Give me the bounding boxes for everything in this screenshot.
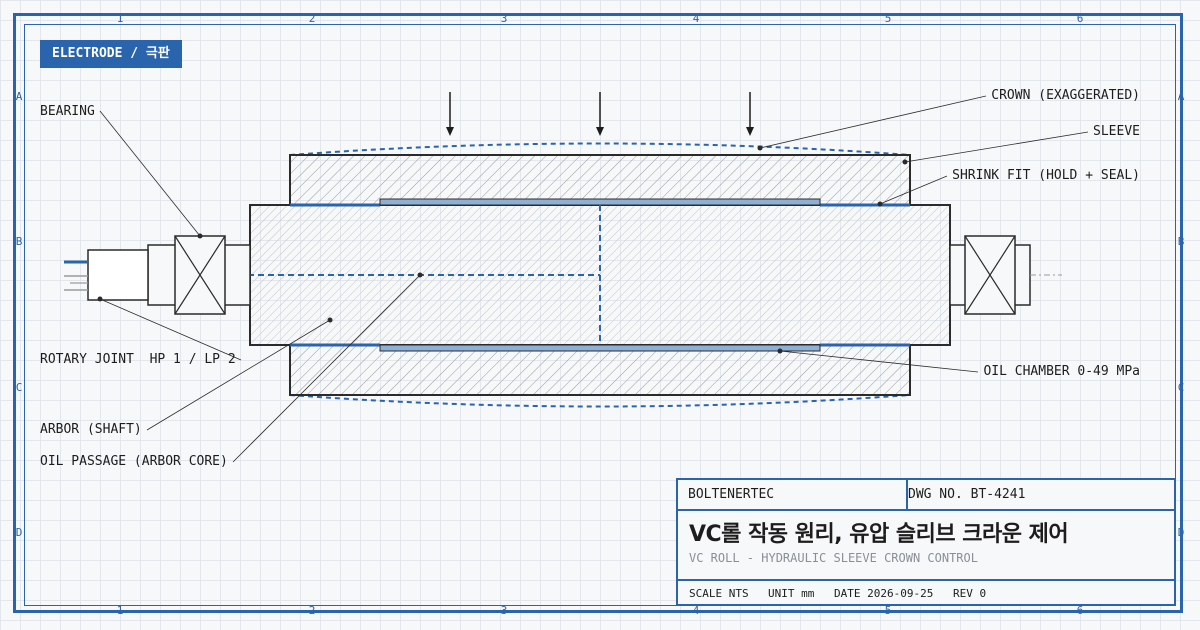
zone-col-5-top: 5 — [884, 12, 892, 25]
callout-oil-chamber: OIL CHAMBER 0-49 MPa — [983, 364, 1140, 379]
crown-curve-bottom — [289, 394, 911, 408]
zone-col-2-top: 2 — [308, 12, 316, 25]
zone-row-c-left: C — [15, 381, 23, 394]
leader-dots — [97, 145, 908, 354]
callout-sleeve: SLEEVE — [1093, 124, 1140, 139]
electrode-badge: ELECTRODE / 극판 — [40, 40, 182, 68]
sleeve-bottom — [289, 344, 911, 396]
scale-value: SCALE NTS — [689, 587, 749, 600]
title-block: BOLTENERTEC DWG NO. BT-4241 VC롤 작동 원리, 유… — [676, 478, 1176, 606]
rotary-joint-body — [87, 249, 149, 301]
title-block-meta-row: SCALE NTS UNIT mm DATE 2026-09-25 REV 0 — [678, 579, 1174, 606]
zone-col-1-bottom: 1 — [116, 604, 124, 617]
sleeve-top — [289, 154, 911, 206]
drawing-subtitle: VC ROLL - HYDRAULIC SLEEVE CROWN CONTROL — [689, 551, 978, 565]
zone-col-6-bottom: 6 — [1076, 604, 1084, 617]
callout-oil-passage: OIL PASSAGE (ARBOR CORE) — [40, 454, 228, 469]
zone-row-b-right: B — [1177, 235, 1185, 248]
crown-curve-top — [289, 142, 911, 156]
zone-col-4-top: 4 — [692, 12, 700, 25]
load-arrows — [446, 92, 754, 136]
zone-col-6-top: 6 — [1076, 12, 1084, 25]
leader-lines — [99, 95, 1089, 463]
drawing-frame-inner — [24, 24, 1176, 606]
drawing-number: DWG NO. BT-4241 — [908, 487, 1026, 502]
callout-rotary-joint: ROTARY JOINT HP 1 / LP 2 — [40, 352, 236, 367]
callout-arbor: ARBOR (SHAFT) — [40, 422, 142, 437]
revision-value: REV 0 — [953, 587, 987, 600]
company-name: BOLTENERTEC — [678, 480, 908, 509]
callout-crown: CROWN (EXAGGERATED) — [991, 88, 1140, 103]
drawing-title: VC롤 작동 원리, 유압 슬리브 크라운 제어 — [689, 522, 1069, 547]
zone-col-2-bottom: 2 — [308, 604, 316, 617]
oil-chamber-top — [379, 198, 821, 206]
zone-row-a-right: A — [1177, 90, 1185, 103]
zone-col-4-bottom: 4 — [692, 604, 700, 617]
zone-col-3-top: 3 — [500, 12, 508, 25]
title-block-header-row: BOLTENERTEC DWG NO. BT-4241 — [678, 480, 1174, 511]
zone-row-a-left: A — [15, 90, 23, 103]
drawing-frame-outer — [13, 13, 1183, 613]
zone-col-3-bottom: 3 — [500, 604, 508, 617]
zone-row-d-right: D — [1177, 526, 1185, 539]
callout-bearing: BEARING — [40, 104, 95, 119]
zone-row-b-left: B — [15, 235, 23, 248]
zone-row-c-right: C — [1177, 381, 1185, 394]
zone-col-5-bottom: 5 — [884, 604, 892, 617]
unit-value: UNIT mm — [768, 587, 815, 600]
callout-shrink-fit: SHRINK FIT (HOLD + SEAL) — [952, 168, 1140, 183]
date-value: DATE 2026-09-25 — [834, 587, 934, 600]
zone-row-d-left: D — [15, 526, 23, 539]
zone-col-1-top: 1 — [116, 12, 124, 25]
oil-chamber-bottom — [379, 344, 821, 352]
